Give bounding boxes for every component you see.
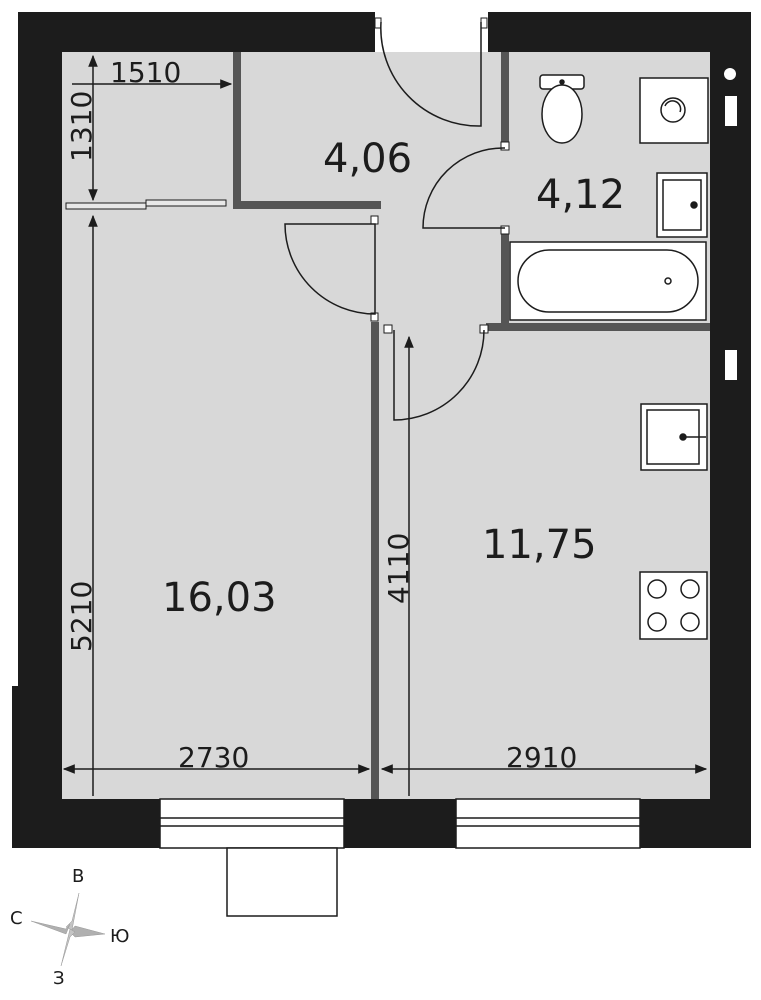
compass-west-label: С	[10, 908, 23, 929]
kitchen-sink	[640, 403, 708, 471]
washing-machine	[639, 77, 709, 144]
bathroom-sink	[656, 172, 708, 238]
compass-rose-icon	[30, 892, 106, 967]
compass-east-label: Ю	[110, 926, 129, 947]
toilet	[539, 74, 585, 144]
south-window-kitchen	[455, 798, 641, 849]
bathroom-door	[422, 141, 510, 235]
room-door	[284, 215, 379, 322]
south-window-room	[159, 798, 345, 849]
exterior-walls	[12, 12, 751, 848]
bathroom-area-label: 4,12	[536, 172, 625, 218]
wardrobe-doors	[65, 199, 227, 210]
kitchen-area-label: 11,75	[482, 522, 597, 568]
kitchen-door	[383, 324, 489, 421]
balcony	[226, 847, 338, 917]
bathtub	[509, 241, 707, 321]
room-width-label: 2730	[178, 741, 249, 774]
entrance-door	[374, 17, 488, 127]
storage-depth-label: 1310	[65, 91, 98, 162]
dimension-lines	[62, 54, 708, 796]
hall-area-label: 4,06	[323, 136, 412, 182]
room-area-label: 16,03	[162, 575, 277, 621]
compass-south-label: З	[53, 968, 65, 989]
kitchen-width-label: 2910	[506, 741, 577, 774]
east-windows	[724, 68, 737, 380]
stove	[639, 571, 708, 640]
room-depth-label: 5210	[65, 581, 98, 652]
interior-walls	[233, 52, 710, 799]
kitchen-depth-label: 4110	[382, 533, 415, 604]
floor-area	[60, 52, 710, 799]
compass-north-label: В	[72, 866, 84, 887]
storage-width-label: 1510	[110, 56, 181, 89]
